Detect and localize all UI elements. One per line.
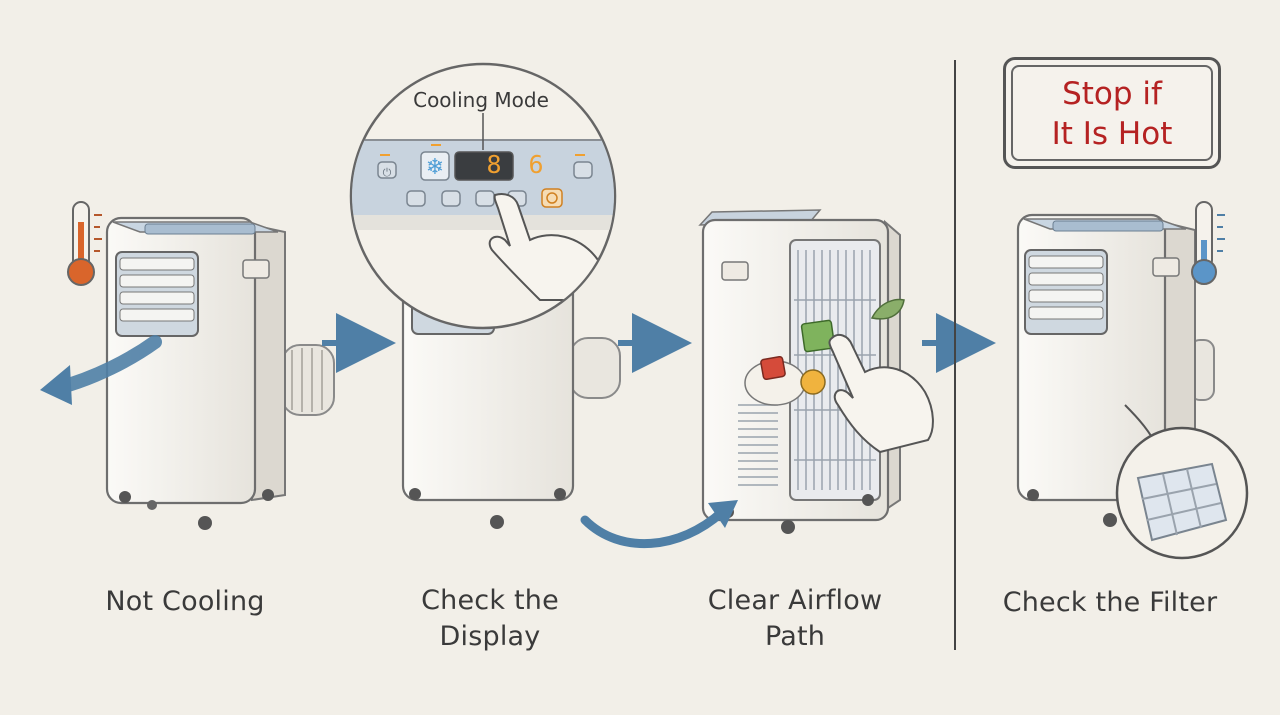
- warning-text: Stop if It Is Hot: [1006, 74, 1218, 154]
- ac-unit-airflow: [698, 209, 901, 534]
- caption-check-filter: Check the Filter: [1002, 587, 1218, 618]
- pointing-hand: [828, 333, 934, 454]
- warning-line-2: It Is Hot: [1051, 116, 1173, 152]
- filter-icon: [1136, 462, 1228, 542]
- display-zoom-circle: [349, 62, 617, 330]
- warning-line-1: Stop if: [1062, 76, 1162, 112]
- display-digit-main: 8: [486, 150, 502, 179]
- caption-clear-airflow: Clear Airflow Path: [707, 585, 883, 652]
- display-digit-secondary: 6: [528, 150, 544, 179]
- filter-callout: [1115, 404, 1249, 560]
- ac-unit-not-cooling: [105, 216, 335, 530]
- thermometer-hot-icon: [67, 201, 102, 286]
- airflow-arrow: [580, 507, 727, 549]
- caption-not-cooling: Not Cooling: [105, 586, 265, 617]
- snowflake-icon: ❄: [426, 155, 444, 180]
- warning-box: Stop if It Is Hot: [1003, 57, 1221, 169]
- airflow-arrow-head: [40, 365, 72, 405]
- thermometer-cold-icon: [1191, 201, 1225, 285]
- leaf-icon: [870, 298, 905, 320]
- power-icon: ⏻: [383, 166, 392, 179]
- caption-check-display: Check the Display: [421, 585, 559, 652]
- cooling-mode-label: Cooling Mode: [413, 88, 549, 112]
